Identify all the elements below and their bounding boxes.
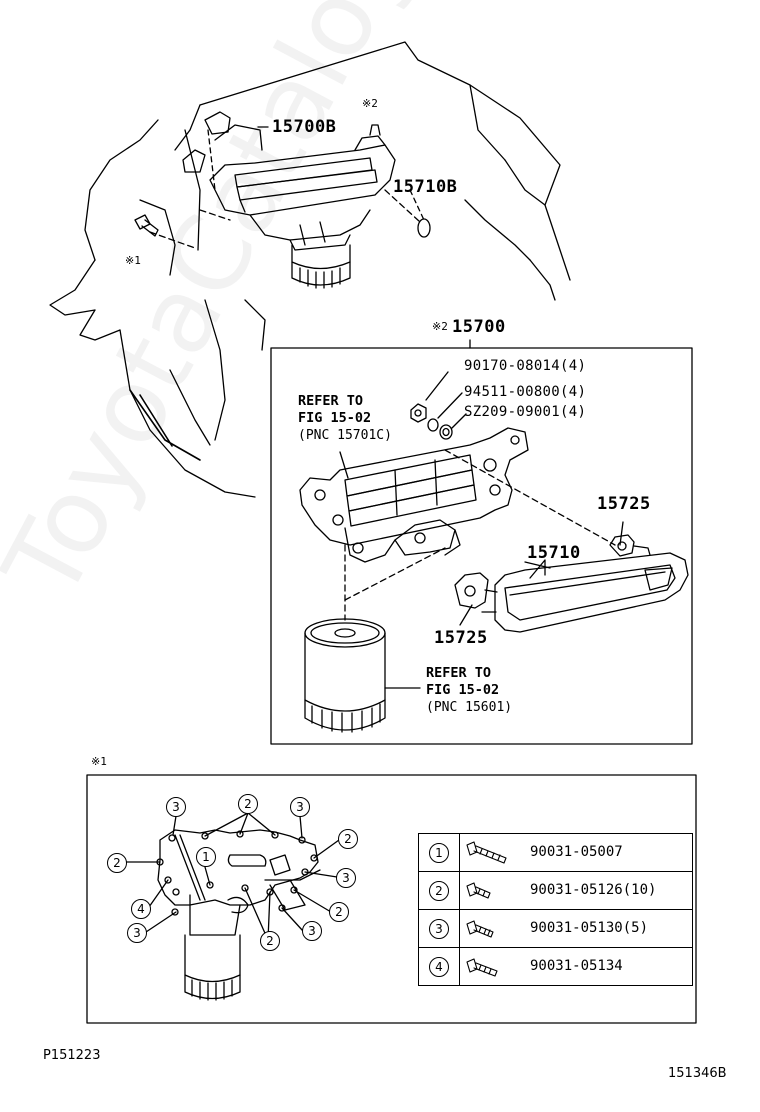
ref-cooler-note: REFER TO FIG 15-02 (PNC 15701C): [298, 393, 392, 444]
label-15700B[interactable]: 15700B: [272, 117, 337, 137]
label-15700[interactable]: 15700: [452, 317, 506, 337]
table-key-1: 1: [429, 843, 449, 863]
ref-filter-note: REFER TO FIG 15-02 (PNC 15601): [426, 665, 512, 716]
callout-3[interactable]: 3: [290, 797, 310, 817]
footer-page-code: P151223: [43, 1048, 101, 1063]
nut-washer-ring: [410, 371, 467, 440]
oil-cooler-element-exploded: [481, 552, 689, 633]
ref-filter-line3[interactable]: (PNC 15601): [426, 700, 513, 715]
table-part-2[interactable]: 90031-05126(10): [530, 882, 657, 898]
exploded-view-frame: [270, 347, 693, 745]
bolt-detail-leaders: [124, 812, 340, 941]
callout-3[interactable]: 3: [166, 797, 186, 817]
callout-2[interactable]: 2: [338, 829, 358, 849]
label-15725-upper[interactable]: 15725: [597, 494, 651, 514]
oil-filter-exploded: [304, 618, 386, 733]
mark-x2-assembly: ※2: [432, 320, 448, 333]
table-row: 1 90031-05007: [418, 833, 693, 872]
label-15710[interactable]: 15710: [527, 543, 581, 563]
oil-filter-top: [291, 244, 351, 289]
ref-filter-line2: FIG 15-02: [426, 682, 500, 698]
ref-cooler-line2: FIG 15-02: [298, 410, 372, 426]
ref-filter-line1: REFER TO: [426, 665, 492, 681]
callout-1[interactable]: 1: [196, 847, 216, 867]
label-15710B[interactable]: 15710B: [393, 177, 458, 197]
callout-2[interactable]: 2: [107, 853, 127, 873]
bolt-table: 1 90031-05007 2 90031-05126(10) 3 90031-…: [418, 833, 693, 986]
callout-3[interactable]: 3: [127, 923, 147, 943]
table-key-3: 3: [429, 919, 449, 939]
table-row: 4 90031-05134: [418, 947, 693, 986]
callout-3[interactable]: 3: [302, 921, 322, 941]
label-ring[interactable]: SZ209-09001(4): [464, 404, 587, 420]
mark-x1-detail: ※1: [91, 755, 107, 768]
o-ring-top: [417, 218, 431, 238]
table-key-4: 4: [429, 957, 449, 977]
callout-2[interactable]: 2: [238, 794, 258, 814]
leaders-top: [149, 126, 425, 249]
table-key-2: 2: [429, 881, 449, 901]
bolt-detail-frame: [86, 774, 697, 1024]
label-nut[interactable]: 90170-08014(4): [464, 358, 587, 374]
mark-x1-top: ※1: [125, 254, 141, 267]
table-part-3[interactable]: 90031-05130(5): [530, 920, 649, 936]
callout-4[interactable]: 4: [131, 899, 151, 919]
label-washer[interactable]: 94511-00800(4): [464, 384, 587, 400]
leaders-exploded: [339, 449, 624, 689]
engine-outline: [49, 41, 571, 498]
gasket-lower: [454, 572, 489, 609]
table-row: 3 90031-05130(5): [418, 909, 693, 948]
bolt-top: [134, 214, 159, 237]
table-part-4[interactable]: 90031-05134: [530, 958, 623, 974]
footer-figure-id: 151346B: [668, 1066, 727, 1081]
label-15725-lower[interactable]: 15725: [434, 628, 488, 648]
table-part-1[interactable]: 90031-05007: [530, 844, 623, 860]
oil-cooler-case-exploded: [299, 427, 529, 563]
oil-cooler-assembly-top: [182, 111, 396, 251]
ref-cooler-line1: REFER TO: [298, 393, 364, 409]
bolt-detail-cooler: [156, 829, 321, 936]
gasket-upper: [609, 534, 651, 557]
mark-x2-top: ※2: [362, 97, 378, 110]
callout-2[interactable]: 2: [329, 902, 349, 922]
bolt-detail-filter: [184, 934, 241, 1001]
table-row: 2 90031-05126(10): [418, 871, 693, 910]
callout-3[interactable]: 3: [336, 868, 356, 888]
ref-cooler-line3[interactable]: (PNC 15701C): [298, 428, 392, 443]
callout-2[interactable]: 2: [260, 931, 280, 951]
